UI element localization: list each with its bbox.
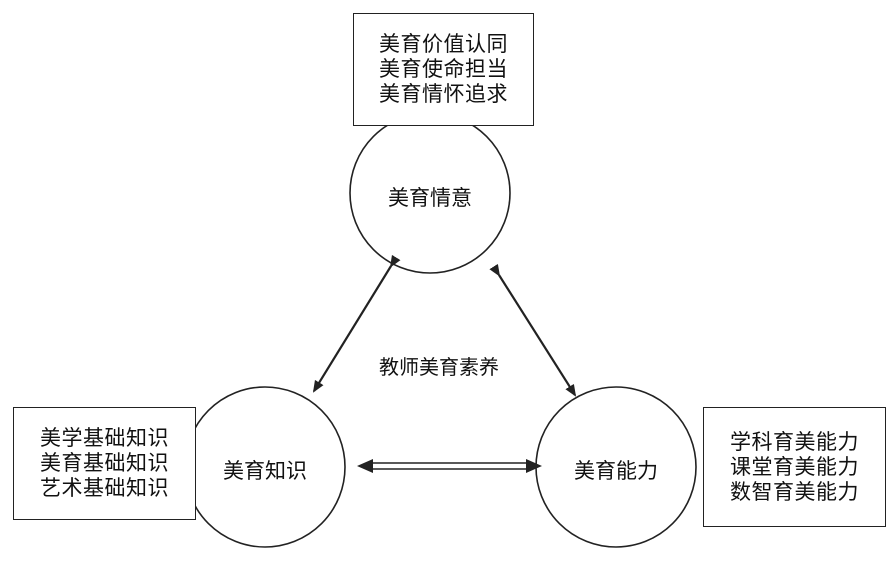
- knowledge-label: 美育知识: [223, 459, 307, 483]
- arrow-emotion-knowledge: [312, 254, 401, 393]
- knowledge-detail-line: 美学基础知识: [40, 426, 169, 450]
- arrow-emotion-ability: [489, 263, 577, 397]
- emotion-detail-box: 美育价值认同 美育使命担当 美育情怀追求: [353, 13, 534, 126]
- knowledge-detail-line: 美育基础知识: [40, 451, 169, 475]
- arrowhead-left: [357, 459, 373, 473]
- ability-detail-line: 课堂育美能力: [730, 454, 859, 479]
- emotion-detail-line: 美育价值认同: [379, 32, 508, 56]
- ability-detail-box: 学科育美能力 课堂育美能力 数智育美能力: [703, 407, 886, 527]
- emotion-detail-line: 美育情怀追求: [379, 82, 508, 106]
- emotion-label: 美育情意: [388, 186, 472, 210]
- emotion-detail-line: 美育使命担当: [379, 57, 508, 81]
- ability-label: 美育能力: [574, 459, 658, 483]
- knowledge-detail-line: 艺术基础知识: [40, 476, 169, 500]
- center-label: 教师美育素养: [379, 355, 499, 379]
- ability-detail-line: 数智育美能力: [730, 479, 859, 504]
- ability-detail-line: 学科育美能力: [730, 429, 859, 454]
- arrowhead-right: [526, 459, 542, 473]
- knowledge-detail-box: 美学基础知识 美育基础知识 艺术基础知识: [13, 407, 196, 520]
